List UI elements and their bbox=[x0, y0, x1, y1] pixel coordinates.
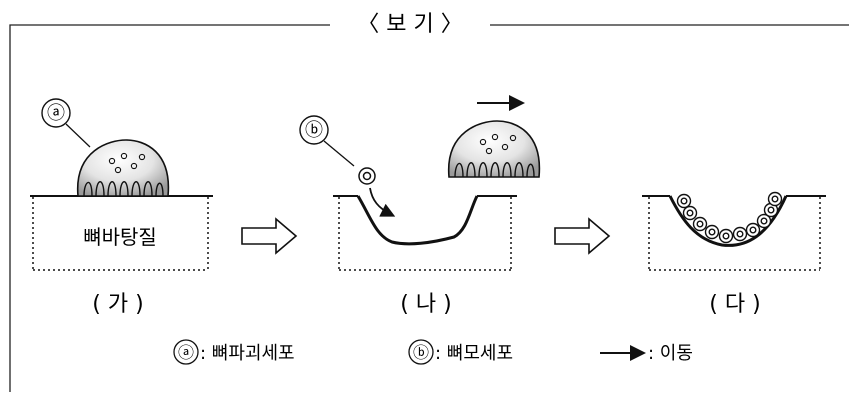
osteoclast-cell bbox=[77, 139, 170, 197]
resorption-pit bbox=[356, 195, 479, 246]
marker-b: ⓑ bbox=[305, 120, 323, 141]
bone-matrix-label: 뼈바탕질 bbox=[83, 225, 157, 249]
legend-marker-a: ⓐ bbox=[178, 343, 194, 362]
osteoblast-path-arrow bbox=[369, 187, 396, 217]
process-arrow-2 bbox=[554, 217, 611, 255]
legend: ⓐ : 뼈파괴세포 ⓑ : 뼈모세포 : 이동 bbox=[173, 339, 693, 365]
panel-ga: 뼈바탕질 ⓐ ( 가 ) bbox=[30, 98, 213, 317]
osteoblast-layer bbox=[676, 191, 783, 244]
caption-da: ( 다 ) bbox=[709, 292, 760, 317]
box-frame bbox=[9, 24, 849, 392]
panel-na: ⓑ ( 나 ) bbox=[299, 95, 541, 317]
legend-osteoclast-text: : 뼈파괴세포 bbox=[200, 343, 295, 364]
legend-osteoblast-text: : 뼈모세포 bbox=[435, 343, 513, 364]
osteoclast-cell bbox=[448, 120, 541, 178]
caption-ga: ( 가 ) bbox=[92, 292, 143, 317]
osteoblast-cell bbox=[358, 167, 376, 185]
process-arrow-1 bbox=[241, 217, 298, 255]
marker-a: ⓐ bbox=[47, 103, 65, 124]
legend-arrow-text: : 이동 bbox=[648, 343, 693, 364]
box-title: 〈 보 기 〉 bbox=[357, 12, 462, 37]
panel-da: ( 다 ) bbox=[642, 191, 826, 317]
caption-na: ( 나 ) bbox=[400, 292, 451, 317]
legend-marker-b: ⓑ bbox=[413, 343, 429, 362]
